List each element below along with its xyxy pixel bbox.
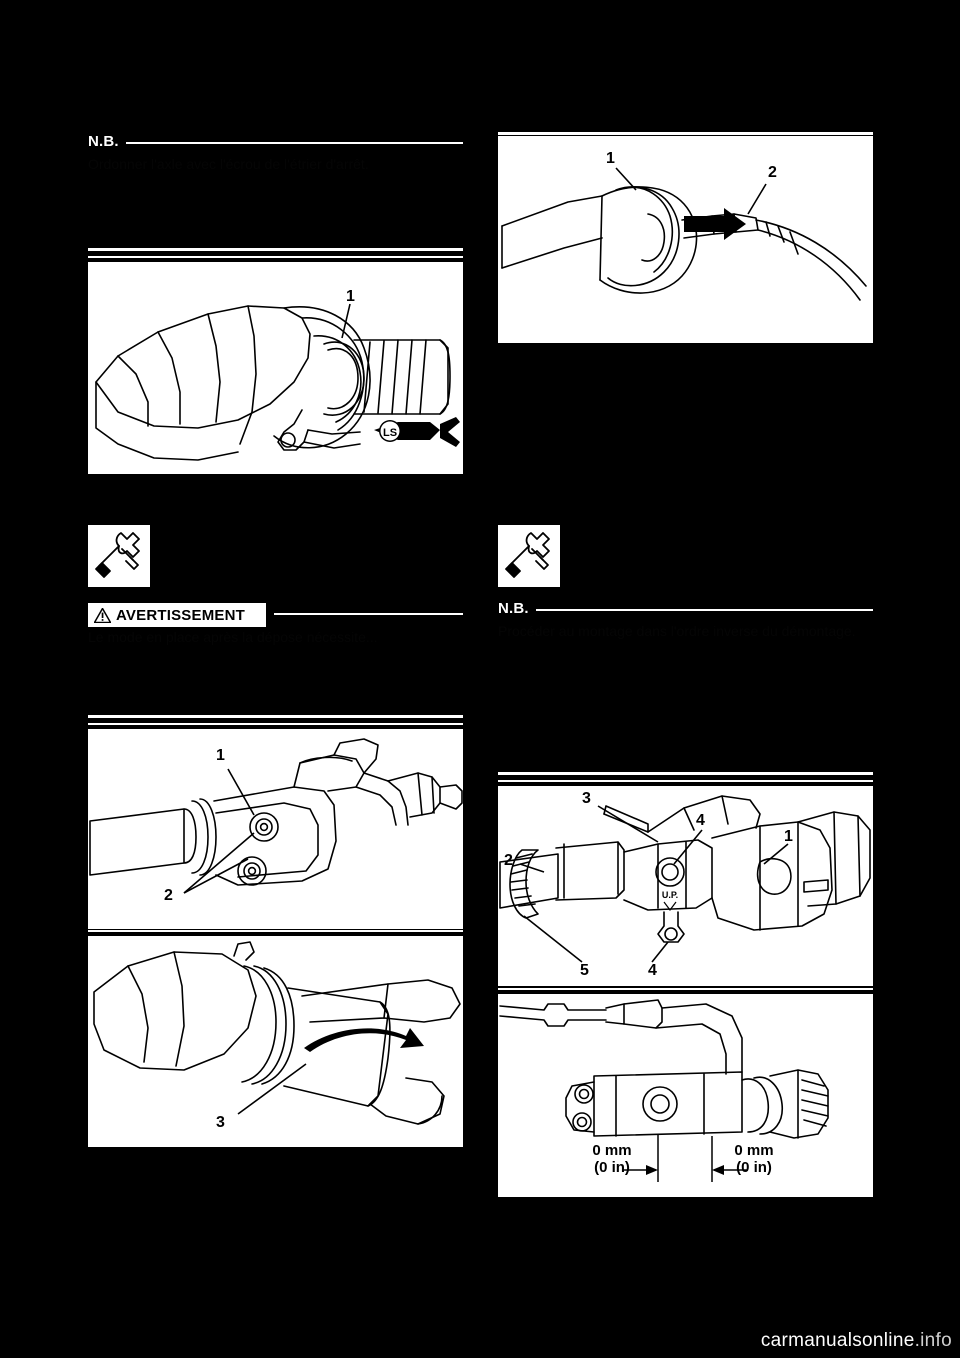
figure5-callout-2: 2 — [504, 852, 513, 869]
brake-lever-figure: 3 — [88, 936, 463, 1144]
dimension-left-alt: (0 in) — [594, 1159, 630, 1176]
dimension-label-left: 0 mm (0 in) — [564, 1142, 660, 1176]
warning-body-left: Le mode en place après la dépose nécessi… — [88, 629, 378, 645]
watermark-brand-suffix: .info — [914, 1330, 952, 1351]
watermark-brand: carmanualsonline.info — [761, 1330, 952, 1352]
figure2-callout-2: 2 — [164, 887, 173, 904]
note-label: N.B. — [88, 133, 119, 150]
figure5-top-rule-2 — [498, 780, 873, 782]
throttle-cable-connection-figure: 1 2 — [498, 136, 873, 340]
figure1-bottom-rule — [88, 470, 463, 473]
figure2-bottom-rule — [88, 930, 463, 932]
note-rule — [126, 142, 463, 144]
note-body-left: Ordonner l'axle avec l'écrou de l'étrier… — [88, 156, 369, 172]
figure5-callout-4a: 4 — [696, 812, 705, 829]
figure4-top-rule — [498, 132, 873, 135]
handlebar-grip-clamp-figure: LS 1 — [88, 262, 463, 474]
figure2-callout-1: 1 — [216, 747, 225, 764]
warning-rule — [274, 613, 463, 615]
warning-heading-left: AVERTISSEMENT — [88, 603, 463, 627]
note-rule-right — [536, 609, 873, 611]
figure5-callout-3: 3 — [582, 790, 591, 807]
figure6-bottom-rule — [498, 1194, 873, 1197]
figure5-top-rule — [498, 772, 873, 775]
figure2-top-rule-2 — [88, 723, 463, 725]
note-label-right: N.B. — [498, 600, 529, 617]
figure3-bottom-rule — [88, 1144, 463, 1147]
brake-master-cylinder-bolts-figure: 1 2 — [88, 729, 463, 929]
note-heading-right: N.B. — [498, 600, 873, 622]
warning-badge: AVERTISSEMENT — [88, 603, 266, 627]
figure4-callout-2: 2 — [768, 164, 777, 181]
watermark-brand-name: carmanualsonline — [760, 1330, 915, 1351]
figure1-top-rule — [88, 248, 463, 251]
dimension-label-right: 0 mm (0 in) — [706, 1142, 802, 1176]
figure3-callout-3: 3 — [216, 1114, 225, 1131]
figure5-bottom-rule — [498, 988, 873, 990]
svg-text:LS: LS — [383, 427, 397, 439]
dimension-left-value: 0 mm — [592, 1142, 632, 1159]
warning-label: AVERTISSEMENT — [116, 606, 246, 624]
figure1-top-rule-2 — [88, 256, 463, 258]
note-heading-left: N.B. — [88, 133, 463, 155]
special-tool-icon-box-left — [88, 525, 150, 587]
figure4-bottom-rule — [498, 340, 873, 343]
dimension-right-alt: (0 in) — [736, 1159, 772, 1176]
figure5-callout-1: 1 — [784, 828, 793, 845]
special-tool-icon-box-right — [498, 525, 560, 587]
figure2-top-rule — [88, 715, 463, 718]
figure5-callout-5: 5 — [580, 962, 589, 979]
svg-text:U.P.: U.P. — [662, 890, 678, 900]
figure4-callout-1: 1 — [606, 150, 615, 167]
master-cylinder-alignment-figure: 0 mm (0 in) 0 mm (0 in) — [498, 994, 873, 1194]
note-body-right: Procéder au montage dans l'ordre inverse… — [498, 623, 856, 639]
figure1-callout-1: 1 — [346, 288, 355, 305]
handlebar-switch-assembly-figure: U.P. 3 4 1 2 5 4 — [498, 786, 873, 986]
figure5-callout-4b: 4 — [648, 962, 657, 979]
warning-triangle-icon — [93, 606, 112, 623]
dimension-right-value: 0 mm — [734, 1142, 774, 1159]
